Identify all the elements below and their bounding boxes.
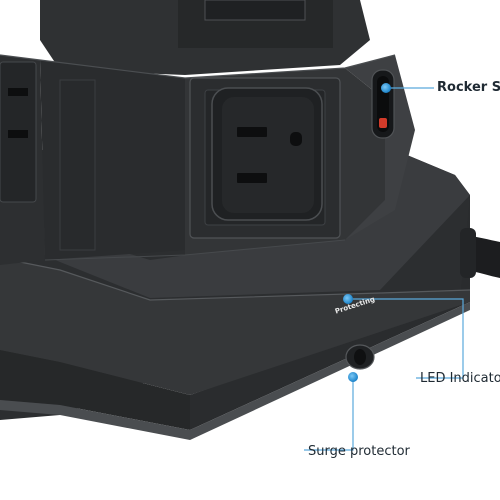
- rocker-switch-callout: Rocker Swi: [437, 80, 500, 95]
- side-outlet: [0, 61, 96, 251]
- power-cord: [460, 228, 500, 278]
- ground-hole: [290, 132, 302, 146]
- callout-rocker: [381, 83, 434, 93]
- callout-dot-icon: [381, 83, 391, 93]
- outlet-slot-left: [237, 127, 267, 137]
- led-indicator-callout: LED Indicato: [420, 371, 500, 386]
- rocker-switch[interactable]: [371, 69, 395, 139]
- led-indicator-icon: [343, 294, 353, 304]
- surge-protector-callout: Surge protector: [308, 444, 410, 459]
- surge-dot-icon: [348, 372, 358, 382]
- callout-led: [343, 294, 464, 379]
- outlet-slot-left-lower: [237, 173, 267, 183]
- ac-outlet: [189, 77, 341, 239]
- callout-surge: [304, 372, 358, 451]
- surge-protector-button[interactable]: [345, 344, 375, 370]
